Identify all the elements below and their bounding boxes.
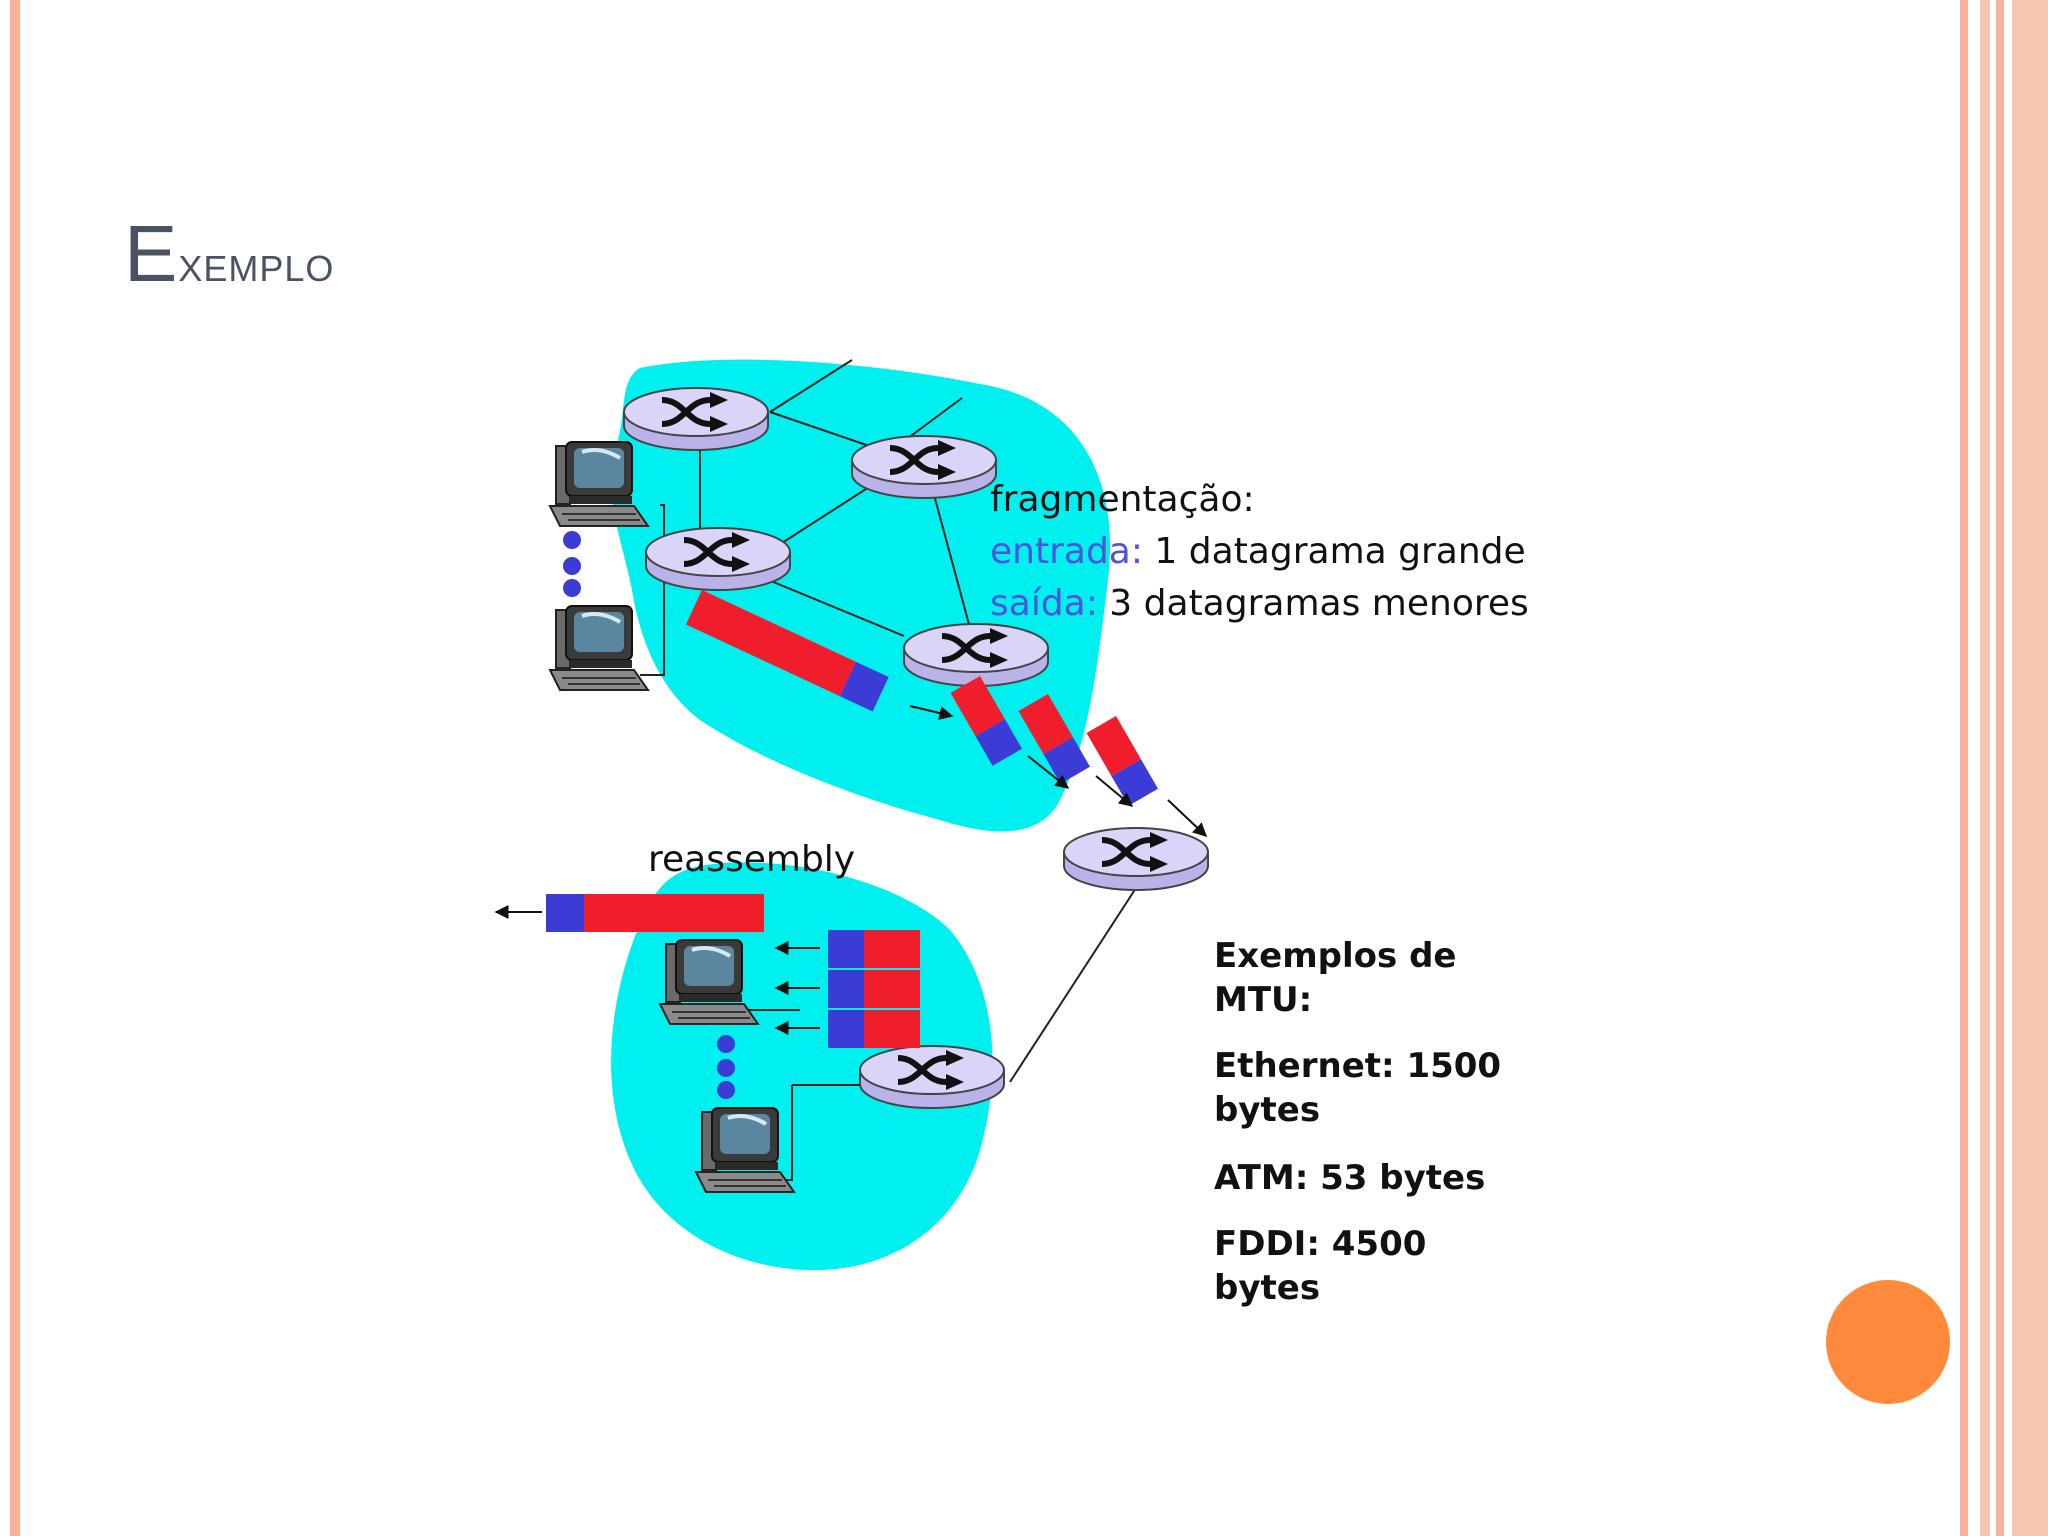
router-icon: [646, 528, 790, 590]
left-border-stripe: [10, 0, 20, 1536]
mtu-fddi-line2: bytes: [1214, 1268, 1321, 1308]
received-fragment-arrows: [774, 941, 820, 1035]
right-border-stripe-2: [1980, 0, 1990, 1536]
right-border-stripe-1: [1960, 0, 1968, 1536]
mtu-atm: ATM: 53 bytes: [1214, 1158, 1486, 1198]
right-border-stripe-4: [2012, 0, 2048, 1536]
mtu-fddi-line1: FDDI: 4500: [1214, 1224, 1427, 1264]
slide-title-initial: E: [124, 209, 179, 298]
router-icon: [860, 1046, 1004, 1108]
fragmentation-heading: fragmentação:: [990, 479, 1255, 520]
large-datagram: [685, 590, 889, 712]
fragmentation-input: entrada: 1 datagrama grande: [990, 526, 1526, 578]
mtu-ethernet-line1: Ethernet: 1500: [1214, 1046, 1502, 1086]
slide-title: Exemplo: [124, 208, 334, 300]
right-border-stripe-3: [1996, 0, 2004, 1536]
input-text: 1 datagrama grande: [1142, 531, 1526, 572]
reassembly-label: reassembly: [648, 839, 856, 880]
input-label: entrada:: [990, 531, 1143, 572]
fragment-arrows: [1027, 755, 1208, 837]
router-icon: [624, 388, 768, 450]
mtu-heading-line1: Exemplos de: [1214, 936, 1457, 976]
router-icon: [1064, 828, 1208, 890]
desktop-computer-icon: [548, 604, 650, 692]
router-icon: [852, 436, 996, 498]
slide-title-rest: xemplo: [178, 235, 335, 293]
fragment-2: [1018, 694, 1090, 784]
mtu-heading-line2: MTU:: [1214, 980, 1313, 1020]
host-ellipsis-dots: [563, 531, 735, 1099]
received-fragments: [828, 930, 920, 1048]
fragment-1: [950, 676, 1022, 766]
fragmentation-output: saída: 3 datagramas menores: [990, 578, 1529, 630]
output-label: saída:: [990, 583, 1098, 624]
mtu-ethernet-line2: bytes: [1214, 1090, 1321, 1130]
output-text: 3 datagramas menores: [1097, 583, 1529, 624]
fragment-3: [1086, 716, 1158, 806]
accent-circle: [1826, 1280, 1950, 1404]
reassembled-datagram: [546, 894, 764, 932]
router-icon: [904, 624, 1048, 686]
